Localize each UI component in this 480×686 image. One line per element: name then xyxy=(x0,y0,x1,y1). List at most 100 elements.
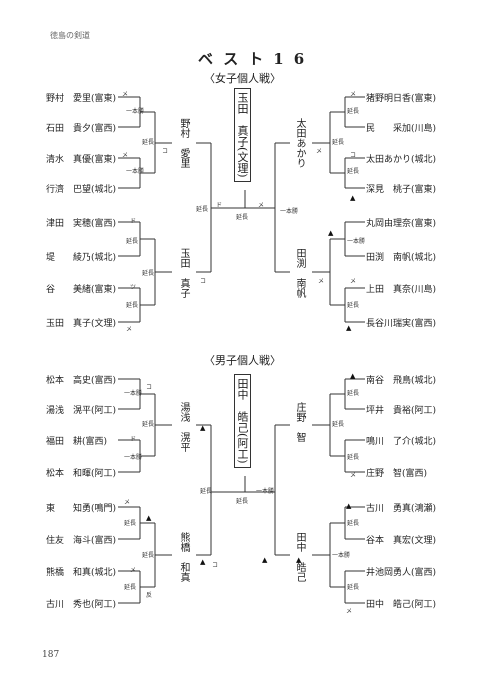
enchou-tag: 延長 xyxy=(142,552,155,559)
men-mark: メ xyxy=(258,202,265,209)
enchou-tag: 延長 xyxy=(126,238,139,245)
enchou-tag: 延長 xyxy=(347,454,360,461)
enchou-tag: 延長 xyxy=(124,520,137,527)
men-mark: メ xyxy=(124,499,131,506)
enchou-tag: 延長 xyxy=(142,270,155,277)
kote-mark: コ xyxy=(350,152,357,159)
men-semifinalist: 庄野 智 xyxy=(294,402,305,442)
kote-mark: コ xyxy=(162,148,169,155)
women-left-player: 野村 愛里(富東) xyxy=(46,94,117,104)
men-champion-name: 田中 皓己 xyxy=(236,378,249,433)
women-semifinalist: 太田あかり xyxy=(294,118,305,168)
triangle-mark: ▲ xyxy=(350,194,356,202)
men-right-player: 庄野 智(富西) xyxy=(366,469,428,479)
men-mark: メ xyxy=(122,152,129,159)
page-number: 187 xyxy=(42,650,60,660)
men-right-player: 井池岡勇人(富西) xyxy=(366,568,437,578)
running-title: 徳島の剣道 xyxy=(50,31,90,40)
men-right-player: 田中 皓己(阿工) xyxy=(366,600,437,610)
ippon-tag: 一本勝 xyxy=(126,108,145,115)
men-right-player: 南谷 飛鳥(城北) xyxy=(366,376,437,386)
men-mark: メ xyxy=(350,472,357,479)
men-left-player: 福田 耕(富西) xyxy=(46,437,108,447)
men-champion-school: (阿工) xyxy=(236,433,249,464)
women-right-player: 長谷川瑞実(富西) xyxy=(366,319,437,329)
triangle-mark: ▲ xyxy=(346,502,352,510)
enchou-tag: 延長 xyxy=(347,302,360,309)
women-left-player: 谷 美緒(富東) xyxy=(46,285,117,295)
women-left-player: 石田 貴夕(富西) xyxy=(46,124,117,134)
enchou-tag: 延長 xyxy=(142,421,155,428)
women-semifinalist: 玉田 真子 xyxy=(178,248,189,298)
triangle-mark: ▲ xyxy=(262,556,268,564)
men-mark: メ xyxy=(318,278,325,285)
enchou-tag: 延長 xyxy=(347,584,360,591)
men-mark: メ xyxy=(122,91,129,98)
ippon-tag: 一本勝 xyxy=(332,552,351,559)
men-semifinalist: 湯浅 滉平 xyxy=(178,402,189,452)
enchou-tag: 延長 xyxy=(196,206,209,213)
women-left-player: 堤 綾乃(城北) xyxy=(46,253,117,263)
ippon-tag: 一本勝 xyxy=(347,238,366,245)
ippon-tag: 一本勝 xyxy=(124,390,143,397)
kote-mark: コ xyxy=(146,384,153,391)
men-left-player: 松本 和暉(阿工) xyxy=(46,469,117,479)
triangle-mark: ▲ xyxy=(328,229,334,237)
triangle-mark: ▲ xyxy=(346,324,352,332)
men-left-player: 松本 高史(富西) xyxy=(46,376,117,386)
men-mark: メ xyxy=(126,326,133,333)
enchou-tag: 延長 xyxy=(332,139,345,146)
women-right-player: 丸岡由理奈(富東) xyxy=(366,219,437,229)
men-right-player: 古川 勇真(鴻瀬) xyxy=(366,504,437,514)
enchou-tag: 延長 xyxy=(347,390,360,397)
do-mark: ド xyxy=(130,218,137,225)
men-mark: メ xyxy=(350,91,357,98)
women-left-player: 清水 真優(富東) xyxy=(46,155,117,165)
enchou-tag: 延長 xyxy=(236,498,249,505)
women-semifinalist: 田渕 南帆 xyxy=(294,248,305,298)
women-champion-school: (文理) xyxy=(236,147,249,178)
triangle-mark: ▲ xyxy=(200,424,206,432)
women-champion-box: 玉田 真子(文理) xyxy=(234,88,251,182)
women-right-player: 深見 桃子(富東) xyxy=(366,185,437,195)
men-right-player: 坪井 貴裕(阿工) xyxy=(366,406,437,416)
women-right-player: 民 采加(川島) xyxy=(366,124,437,134)
enchou-tag: 延長 xyxy=(332,421,345,428)
women-champion-name: 玉田 真子 xyxy=(236,92,249,147)
women-left-player: 津田 実穂(富西) xyxy=(46,219,117,229)
enchou-tag: 延長 xyxy=(200,488,213,495)
women-right-player: 田渕 南帆(城北) xyxy=(366,253,437,263)
men-champion-box: 田中 皓己(阿工) xyxy=(234,374,251,468)
men-right-player: 谷本 真宏(文理) xyxy=(366,536,437,546)
men-mark: メ xyxy=(350,278,357,285)
enchou-tag: 延長 xyxy=(142,139,155,146)
ippon-tag: 一本勝 xyxy=(256,488,275,495)
women-right-player: 猪野明日香(富東) xyxy=(366,94,437,104)
men-semifinalist: 田中 皓己 xyxy=(294,532,305,582)
ippon-tag: 一本勝 xyxy=(280,208,299,215)
men-section-label: 〈男子個人戦〉 xyxy=(204,354,281,367)
triangle-mark: ▲ xyxy=(146,514,152,522)
women-left-player: 行濟 巴望(城北) xyxy=(46,185,117,195)
han-tag: 反 xyxy=(146,592,153,599)
women-right-player: 太田あかり(城北) xyxy=(366,155,437,165)
do-mark: ド xyxy=(130,436,137,443)
kote-mark: コ xyxy=(200,278,207,285)
enchou-tag: 延長 xyxy=(126,302,139,309)
tsuki-mark: ツ xyxy=(130,284,137,291)
men-left-player: 住友 海斗(富西) xyxy=(46,536,117,546)
women-right-player: 上田 真奈(川島) xyxy=(366,285,437,295)
enchou-tag: 延長 xyxy=(347,108,360,115)
triangle-mark: ▲ xyxy=(350,372,356,380)
page-title: ベスト16 xyxy=(198,50,315,68)
men-right-player: 鳴川 了介(城北) xyxy=(366,437,437,447)
men-mark: メ xyxy=(346,608,353,615)
triangle-mark: ▲ xyxy=(200,558,206,566)
do-mark: ド xyxy=(216,202,223,209)
enchou-tag: 延長 xyxy=(236,214,249,221)
women-semifinalist: 野村 愛里 xyxy=(178,118,189,168)
men-left-player: 湯浅 滉平(阿工) xyxy=(46,406,117,416)
ippon-tag: 一本勝 xyxy=(126,168,145,175)
